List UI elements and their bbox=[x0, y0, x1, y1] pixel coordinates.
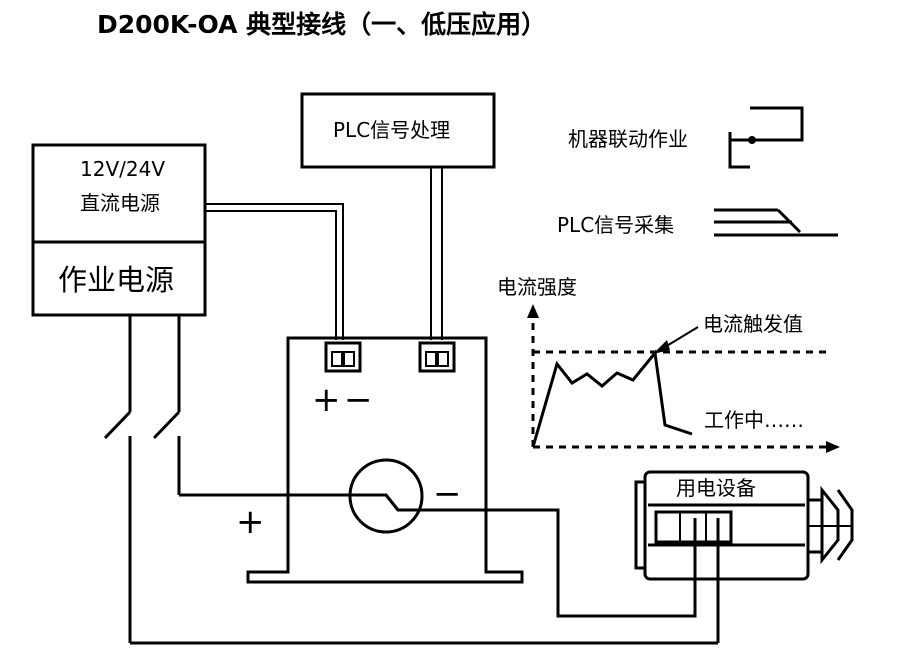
diagram-title: D200K-OA 典型接线（一、低压应用） bbox=[97, 10, 546, 39]
graph-x-arrow bbox=[826, 441, 840, 453]
working-label: 工作中…… bbox=[704, 408, 804, 432]
wire-plus-sign: + bbox=[236, 502, 265, 542]
power-line-2 bbox=[152, 315, 350, 497]
work-power-label: 作业电源 bbox=[58, 263, 174, 297]
plc-box bbox=[300, 92, 496, 169]
terminal-block-2 bbox=[418, 341, 456, 373]
contact-nc-symbol bbox=[728, 106, 804, 169]
current-curve bbox=[531, 349, 693, 448]
graph-ylabel: 电流强度 bbox=[497, 275, 577, 299]
ct-through-wire bbox=[350, 493, 440, 512]
load-device-label: 用电设备 bbox=[676, 476, 756, 500]
legend-machine-linkage-label: 机器联动作业 bbox=[568, 127, 688, 151]
plc-box-label: PLC信号处理 bbox=[333, 118, 450, 142]
sensor-plus-sign: + bbox=[312, 380, 341, 420]
trigger-value-label: 电流触发值 bbox=[703, 312, 803, 336]
legend-plc-signal-label: PLC信号采集 bbox=[557, 213, 674, 237]
sensor-body bbox=[246, 336, 524, 584]
graph-y-arrow bbox=[527, 304, 539, 318]
trigger-pointer-arrow bbox=[653, 340, 670, 354]
sensor-minus-sign: − bbox=[344, 380, 373, 420]
load-wire bbox=[350, 493, 697, 618]
dc-power-label: 直流电源 bbox=[80, 191, 160, 215]
contact-no-symbol bbox=[714, 208, 838, 237]
load-device bbox=[634, 470, 854, 581]
power-supply-box bbox=[31, 143, 207, 317]
terminal-block-1 bbox=[324, 341, 362, 373]
ct-minus-sign: − bbox=[433, 474, 462, 514]
dc-power-voltage-label: 12V/24V bbox=[80, 157, 165, 181]
dc-signal-wire bbox=[206, 203, 344, 340]
plc-signal-wire bbox=[430, 168, 443, 340]
power-line-1 bbox=[103, 315, 720, 645]
